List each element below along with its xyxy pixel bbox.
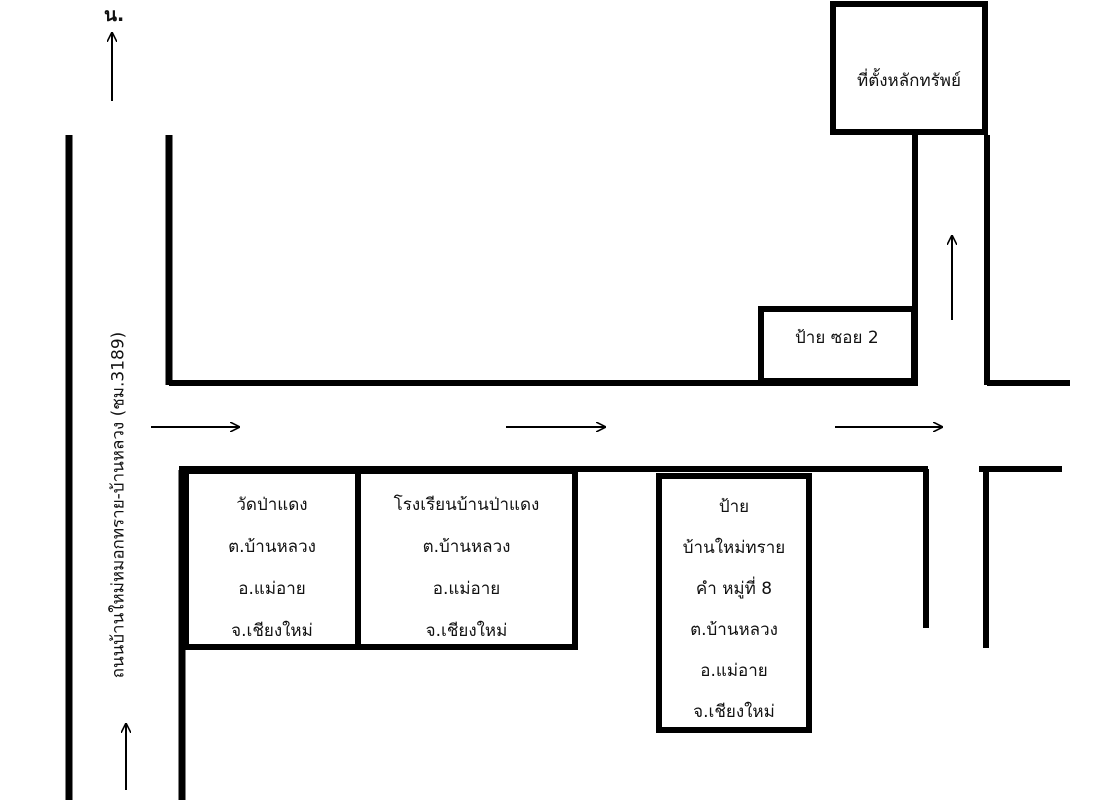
school-label-line: โรงเรียนบ้านป่าแดง xyxy=(393,495,540,515)
school-label-line: ต.บ้านหลวง xyxy=(422,537,511,557)
wat-label-line: อ.แม่อาย xyxy=(238,579,306,599)
wat-label-line: ต.บ้านหลวง xyxy=(228,537,316,557)
school-box xyxy=(355,468,578,650)
village-sign-label: ป้าย บ้านใหม่ทราย คำ หมู่ที่ 8 ต.บ้านหลว… xyxy=(662,493,806,725)
village-sign-line: อ.แม่อาย xyxy=(700,661,768,681)
village-sign-line: จ.เชียงใหม่ xyxy=(693,702,775,722)
wat-label: วัดป่าแดง ต.บ้านหลวง อ.แม่อาย จ.เชียงใหม… xyxy=(189,491,355,644)
village-sign-box xyxy=(656,473,812,733)
school-label-line: จ.เชียงใหม่ xyxy=(425,621,508,641)
soi-sign-box xyxy=(758,306,917,384)
main-road-label: ถนนบ้านใหม่หมอกทราย-บ้านหลวง (ชม.3189) xyxy=(108,331,129,679)
property-box xyxy=(830,1,988,135)
village-sign-line: ป้าย xyxy=(718,497,750,517)
village-sign-line: คำ หมู่ที่ 8 xyxy=(695,579,773,599)
north-label: น. xyxy=(104,4,125,26)
property-label: ที่ตั้งหลักทรัพย์ xyxy=(857,71,961,91)
wat-label-line: วัดป่าแดง xyxy=(236,495,308,515)
wat-label-line: จ.เชียงใหม่ xyxy=(231,621,313,641)
school-label: โรงเรียนบ้านป่าแดง ต.บ้านหลวง อ.แม่อาย จ… xyxy=(361,491,572,644)
soi-sign-label: ป้าย ซอย 2 xyxy=(795,328,879,348)
village-sign-line: บ้านใหม่ทราย xyxy=(682,538,786,558)
school-label-line: อ.แม่อาย xyxy=(432,579,501,599)
village-sign-line: ต.บ้านหลวง xyxy=(690,620,778,640)
